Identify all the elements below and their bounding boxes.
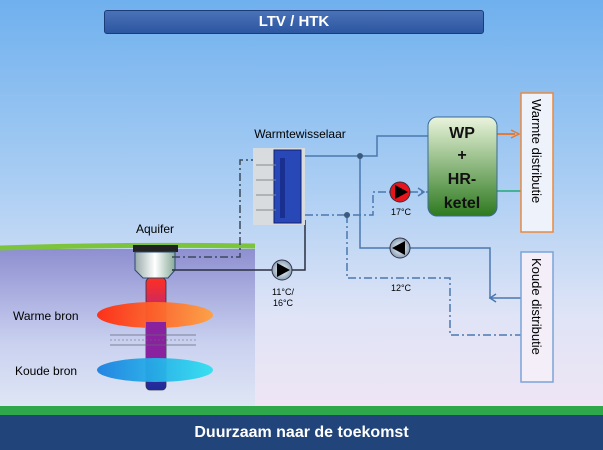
pipe-exchanger-17-dashed bbox=[305, 191, 428, 216]
wp-label-2: + bbox=[457, 147, 466, 164]
wp-label-1: WP bbox=[449, 125, 475, 142]
cold-source-label: Koude bron bbox=[15, 364, 77, 378]
cold-distribution-box bbox=[520, 251, 554, 383]
wp-label-3: HR- bbox=[448, 171, 476, 188]
pipe-pump-exchanger bbox=[292, 220, 306, 271]
title-bar: LTV / HTK bbox=[104, 10, 484, 34]
pump-arrow-icon bbox=[395, 185, 408, 199]
wp-hr-ketel-box bbox=[427, 116, 498, 217]
pipe-aquifer-exchanger-dashed bbox=[172, 159, 255, 258]
pipe-return-cold bbox=[359, 156, 521, 299]
aquifer-label: Aquifer bbox=[136, 222, 174, 236]
pipe-exchanger-wp bbox=[305, 135, 428, 157]
pump-17[interactable] bbox=[389, 181, 411, 203]
temp-main-1: 11°C/ bbox=[272, 287, 294, 297]
warm-source bbox=[97, 302, 213, 328]
heat-distribution-box bbox=[520, 92, 554, 233]
ground bbox=[0, 249, 255, 406]
pipe-12-dashed bbox=[346, 215, 521, 336]
aquifer-cap bbox=[133, 245, 178, 252]
temp-12: 12°C bbox=[391, 283, 412, 293]
heat-exchanger-label: Warmtewisselaar bbox=[254, 127, 346, 141]
pump-main[interactable] bbox=[271, 259, 293, 281]
heat-exchanger-image bbox=[253, 148, 305, 225]
footer-bar: Duurzaam naar de toekomst bbox=[0, 415, 603, 450]
pump-arrow-icon bbox=[392, 241, 405, 255]
warm-source-label: Warme bron bbox=[13, 309, 79, 323]
cold-source bbox=[97, 358, 213, 382]
cold-distribution-label: Koude distributie bbox=[529, 258, 544, 355]
green-strip bbox=[0, 406, 603, 415]
temp-main-2: 16°C bbox=[273, 298, 294, 308]
heat-distribution-label: Warmte distributie bbox=[529, 99, 544, 203]
pump-cold-return[interactable] bbox=[389, 237, 411, 259]
aquifer-head bbox=[134, 251, 176, 279]
grass-line bbox=[0, 242, 256, 251]
wp-label-4: ketel bbox=[444, 195, 480, 212]
temp-17: 17°C bbox=[391, 207, 412, 217]
pump-arrow-icon bbox=[277, 263, 290, 277]
